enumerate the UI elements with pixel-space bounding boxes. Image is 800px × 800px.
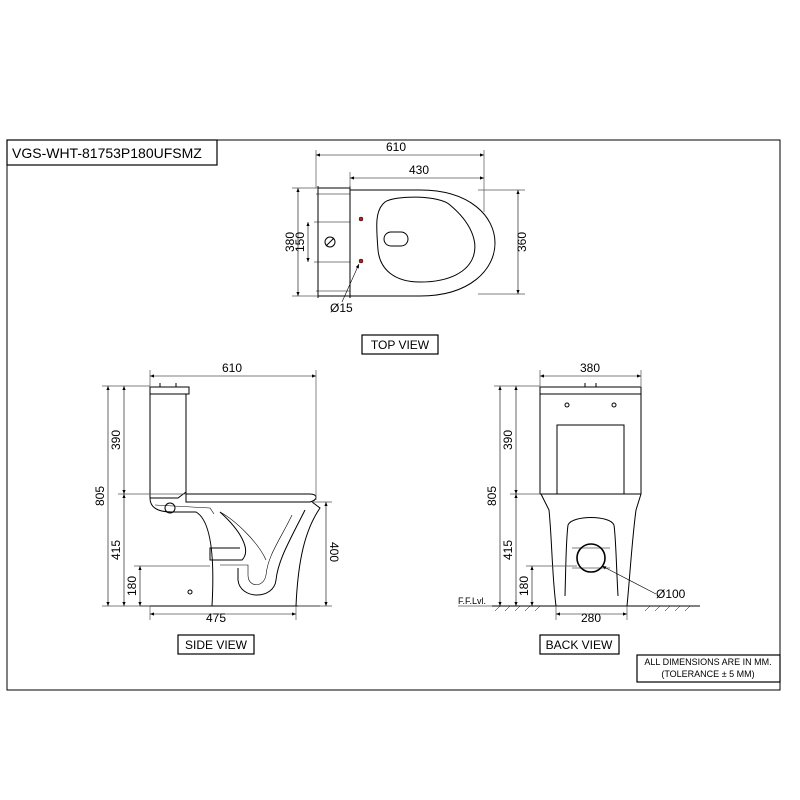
side-view-dimensions: 610 805 390 415 180 400 bbox=[93, 361, 341, 625]
back-view: 380 805 390 415 180 280 Ø100 F.F bbox=[458, 361, 700, 655]
top-dim-bowl-width: 360 bbox=[515, 232, 529, 252]
back-dim-base-width: 280 bbox=[581, 611, 601, 625]
title-block: VGS-WHT-81753P180UFSMZ bbox=[6, 139, 218, 166]
drawing-title: VGS-WHT-81753P180UFSMZ bbox=[12, 145, 202, 161]
top-dim-width: 380 bbox=[283, 232, 297, 252]
side-view-label: SIDE VIEW bbox=[177, 634, 255, 655]
notes-line-2: (TOLERANCE ± 5 MM) bbox=[661, 669, 754, 679]
top-view-dimensions: 610 430 380 150 360 Ø15 bbox=[283, 140, 529, 315]
back-dim-tank-height: 390 bbox=[501, 430, 515, 450]
side-dim-base-height: 415 bbox=[109, 540, 123, 560]
svg-text:BACK VIEW: BACK VIEW bbox=[546, 638, 613, 652]
back-view-label: BACK VIEW bbox=[539, 634, 620, 655]
back-dim-total-height: 805 bbox=[485, 486, 499, 506]
svg-text:TOP VIEW: TOP VIEW bbox=[371, 338, 430, 352]
back-dim-outlet-diameter: Ø100 bbox=[656, 587, 686, 601]
side-dim-length: 610 bbox=[222, 361, 242, 375]
top-dim-bowl-length: 430 bbox=[409, 163, 429, 177]
back-view-dimensions: 380 805 390 415 180 280 Ø100 F.F bbox=[458, 361, 686, 625]
back-dim-base-height: 415 bbox=[501, 540, 515, 560]
side-view-outline bbox=[140, 383, 321, 607]
side-view: 610 805 390 415 180 400 bbox=[93, 361, 341, 655]
top-view-outline bbox=[314, 186, 496, 298]
side-dim-tank-height: 390 bbox=[109, 430, 123, 450]
svg-text:SIDE VIEW: SIDE VIEW bbox=[185, 638, 248, 652]
notes-line-1: ALL DIMENSIONS ARE IN MM. bbox=[644, 657, 771, 667]
side-dim-total-height: 805 bbox=[93, 486, 107, 506]
top-view-label: TOP VIEW bbox=[361, 334, 439, 355]
floor-level-label: F.F.Lvl. bbox=[458, 596, 486, 606]
back-view-outline bbox=[492, 383, 700, 612]
top-view: 610 430 380 150 360 Ø15 TOP VIEW bbox=[283, 140, 529, 355]
dimension-notes-box: ALL DIMENSIONS ARE IN MM. (TOLERANCE ± 5… bbox=[636, 654, 781, 683]
top-dim-hole-spacing: 150 bbox=[293, 232, 307, 252]
back-dim-outlet-height: 180 bbox=[517, 576, 531, 596]
top-dim-overall-length: 610 bbox=[386, 140, 406, 154]
sheet-border bbox=[6, 139, 781, 691]
top-dim-hole-diameter: Ø15 bbox=[330, 301, 353, 315]
side-dim-base-length: 475 bbox=[206, 611, 226, 625]
side-dim-seat-height: 400 bbox=[327, 542, 341, 562]
side-dim-outlet-height: 180 bbox=[125, 576, 139, 596]
back-dim-width: 380 bbox=[580, 361, 600, 375]
